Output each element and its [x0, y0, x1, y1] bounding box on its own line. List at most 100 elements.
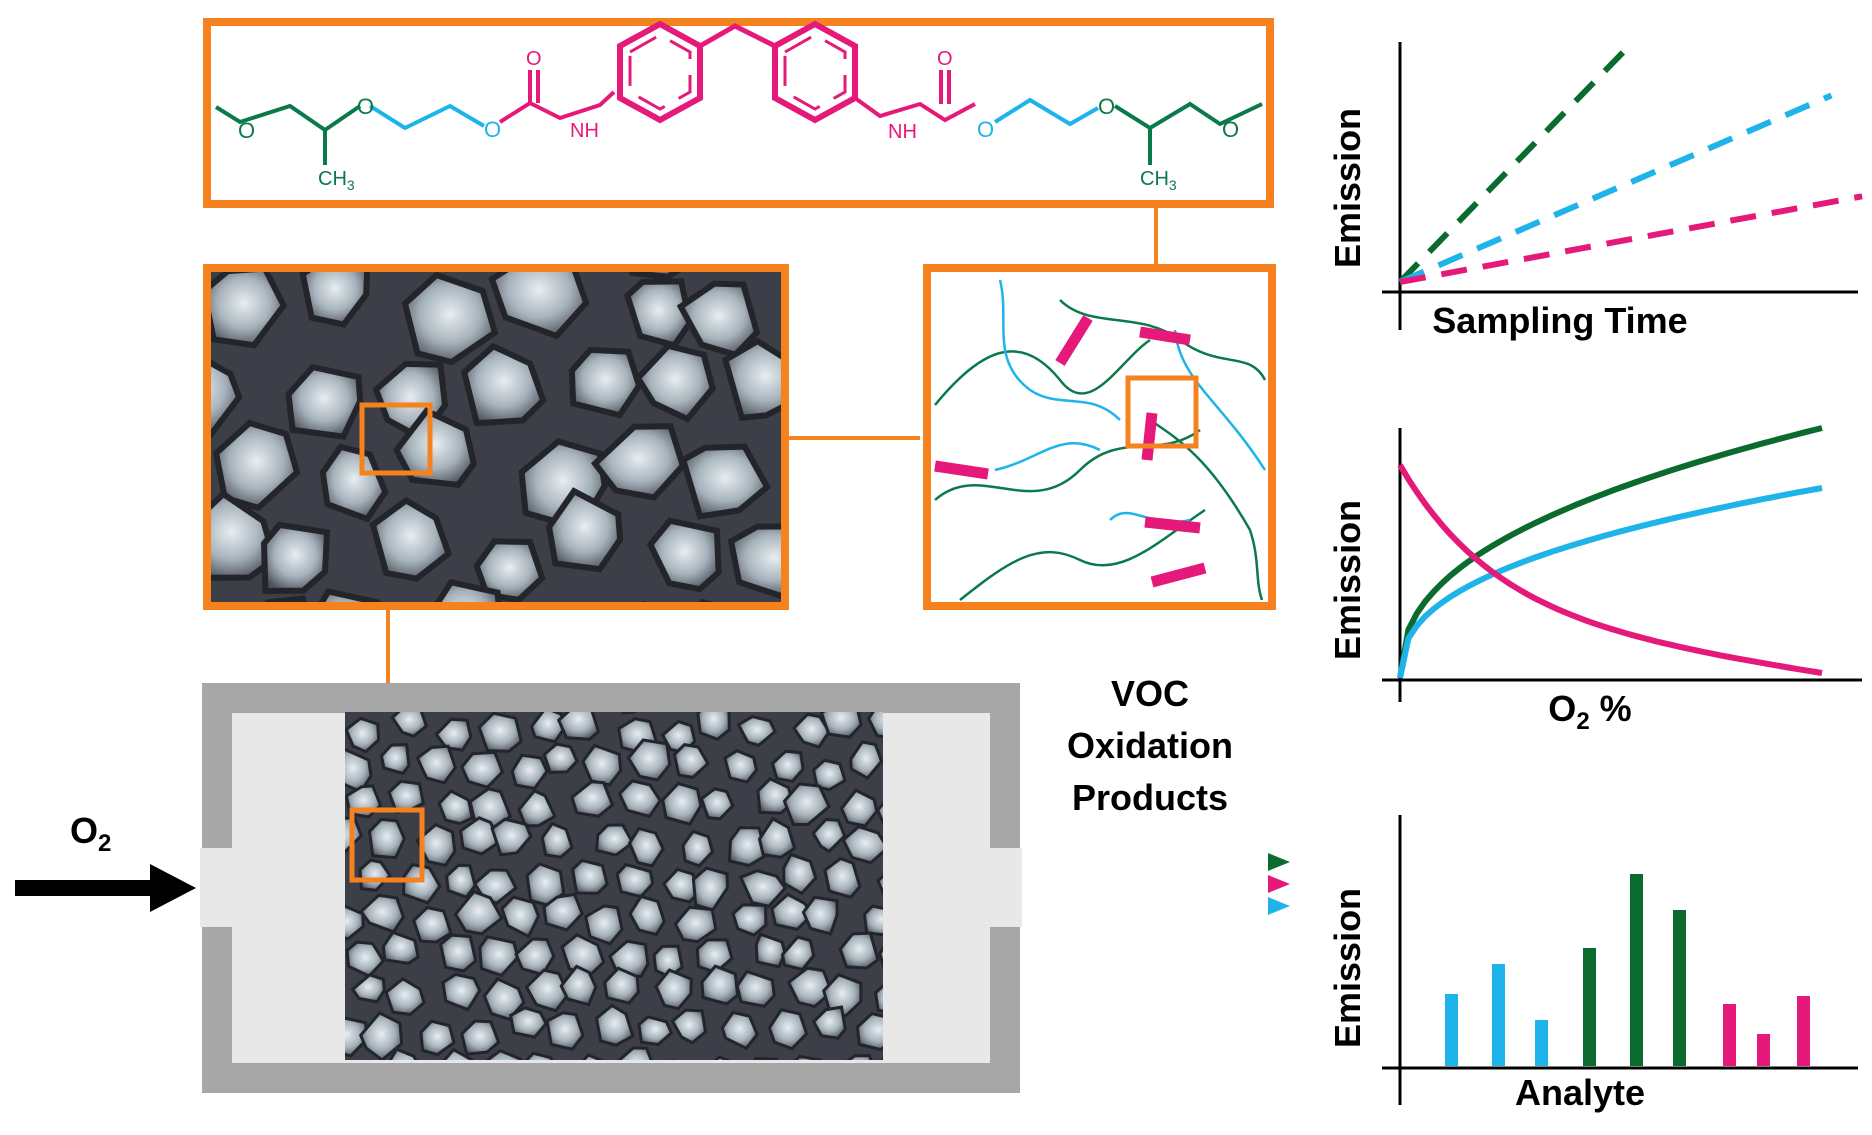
foam-cell	[458, 816, 502, 856]
foam-cell	[434, 717, 473, 752]
foam-cell	[379, 743, 411, 776]
chart3-bar-5	[1630, 874, 1643, 1066]
foam-cell	[415, 744, 458, 785]
foam-cell	[866, 712, 883, 739]
foam-cell	[673, 905, 718, 944]
atom-o-4: O	[977, 117, 994, 142]
chart1-series-3	[1399, 193, 1863, 285]
foam-cell	[811, 1005, 847, 1040]
inlet-o2-label: O2	[70, 810, 112, 858]
atom-o-2: O	[357, 94, 374, 119]
foam-cell	[637, 1015, 674, 1047]
foam-cell	[626, 738, 672, 782]
voc-products-label: VOC Oxidation Products	[1045, 668, 1255, 824]
foam-cell	[877, 946, 883, 969]
foam-cell	[438, 933, 478, 973]
chart3-bar-1	[1445, 994, 1458, 1066]
micro-cell	[401, 272, 499, 366]
foam-cell	[510, 753, 549, 791]
foam-cell	[595, 823, 635, 857]
chart2-series-3	[1397, 463, 1823, 676]
voc-label-line-2: Oxidation	[1066, 725, 1233, 766]
micro-cell	[698, 598, 714, 602]
micro-cell	[125, 599, 207, 668]
foam-cell	[358, 858, 392, 892]
micro-cell	[130, 256, 195, 322]
micro-zoom-marker	[359, 402, 433, 476]
chart-emission-by-analyte	[1382, 815, 1858, 1105]
chart1-series-1	[1397, 43, 1633, 285]
right-peg-chain	[993, 97, 1099, 127]
micro-cell	[808, 569, 882, 649]
micro-cell	[434, 578, 502, 602]
foam-cell	[485, 1048, 523, 1060]
micro-cell	[299, 272, 371, 328]
micro-cell	[460, 342, 547, 427]
foam-cell	[880, 1056, 883, 1060]
atom-nh-left: NH	[570, 120, 599, 142]
micro-cell	[285, 363, 364, 440]
foam-cell	[358, 1011, 404, 1060]
micro-cell	[545, 487, 624, 573]
foam-cell	[855, 1011, 883, 1051]
foam-cell	[696, 712, 731, 742]
micro-cell	[868, 508, 927, 582]
atom-o-3: O	[484, 117, 501, 142]
foam-cell	[437, 789, 475, 826]
chart3-bar-8	[1757, 1034, 1770, 1066]
foam-cell	[767, 1008, 809, 1051]
foam-cell	[846, 1054, 873, 1060]
foam-cell	[570, 858, 609, 895]
micro-cell	[392, 407, 478, 488]
micro-cell	[263, 595, 307, 602]
chart2-xlabel: O2 %	[1548, 688, 1632, 736]
micro-cell	[568, 346, 643, 419]
foam-cell	[838, 931, 880, 970]
foam-cell	[540, 821, 574, 859]
chart3-ylabel: Emission	[1327, 887, 1368, 1048]
foam-cell	[670, 1008, 708, 1045]
ch3-left: CH3	[318, 168, 355, 193]
atom-carbonyl-left: O	[526, 48, 542, 70]
foam-cell	[617, 779, 663, 819]
chart3-bar-6	[1673, 910, 1686, 1066]
foam-cell	[757, 816, 797, 859]
network-zoom-marker	[1125, 375, 1199, 449]
micro-cell	[641, 600, 647, 602]
foam-cell	[791, 712, 831, 749]
foam-cell	[839, 788, 879, 828]
foam-cell	[875, 801, 883, 825]
left-benzene-ring	[617, 20, 703, 124]
foam-cell	[490, 817, 533, 857]
foam-cell	[617, 1046, 653, 1060]
micro-cell	[131, 190, 198, 257]
foam-cell	[477, 712, 523, 753]
right-urethane	[853, 96, 976, 123]
foam-cell	[727, 826, 769, 868]
atom-nh-right: NH	[888, 121, 917, 143]
foam-cell	[453, 889, 504, 936]
micro-cell	[318, 587, 381, 602]
micro-cell	[319, 443, 389, 523]
foam-cell	[482, 977, 526, 1022]
foam-cell	[350, 973, 386, 1004]
micro-cell	[679, 443, 771, 520]
foam-cell	[672, 742, 710, 779]
micro-cell	[488, 272, 590, 340]
chart1-series-2	[1398, 92, 1833, 285]
foam-cell	[811, 817, 847, 854]
foam-cell	[756, 776, 795, 815]
foam-cell	[581, 743, 623, 787]
foam-cell	[390, 712, 429, 738]
foam-cell	[570, 780, 615, 818]
micro-cell	[109, 428, 183, 495]
chart3-bar-9	[1797, 996, 1810, 1066]
foam-cell	[517, 788, 557, 828]
chart-emission-vs-oxygen	[1382, 425, 1862, 702]
micro-cell	[787, 268, 852, 340]
foam-cell	[581, 1053, 604, 1060]
foam-cell	[720, 1010, 759, 1051]
foam-cell	[384, 976, 426, 1016]
chart2-ylabel: Emission	[1327, 499, 1368, 660]
